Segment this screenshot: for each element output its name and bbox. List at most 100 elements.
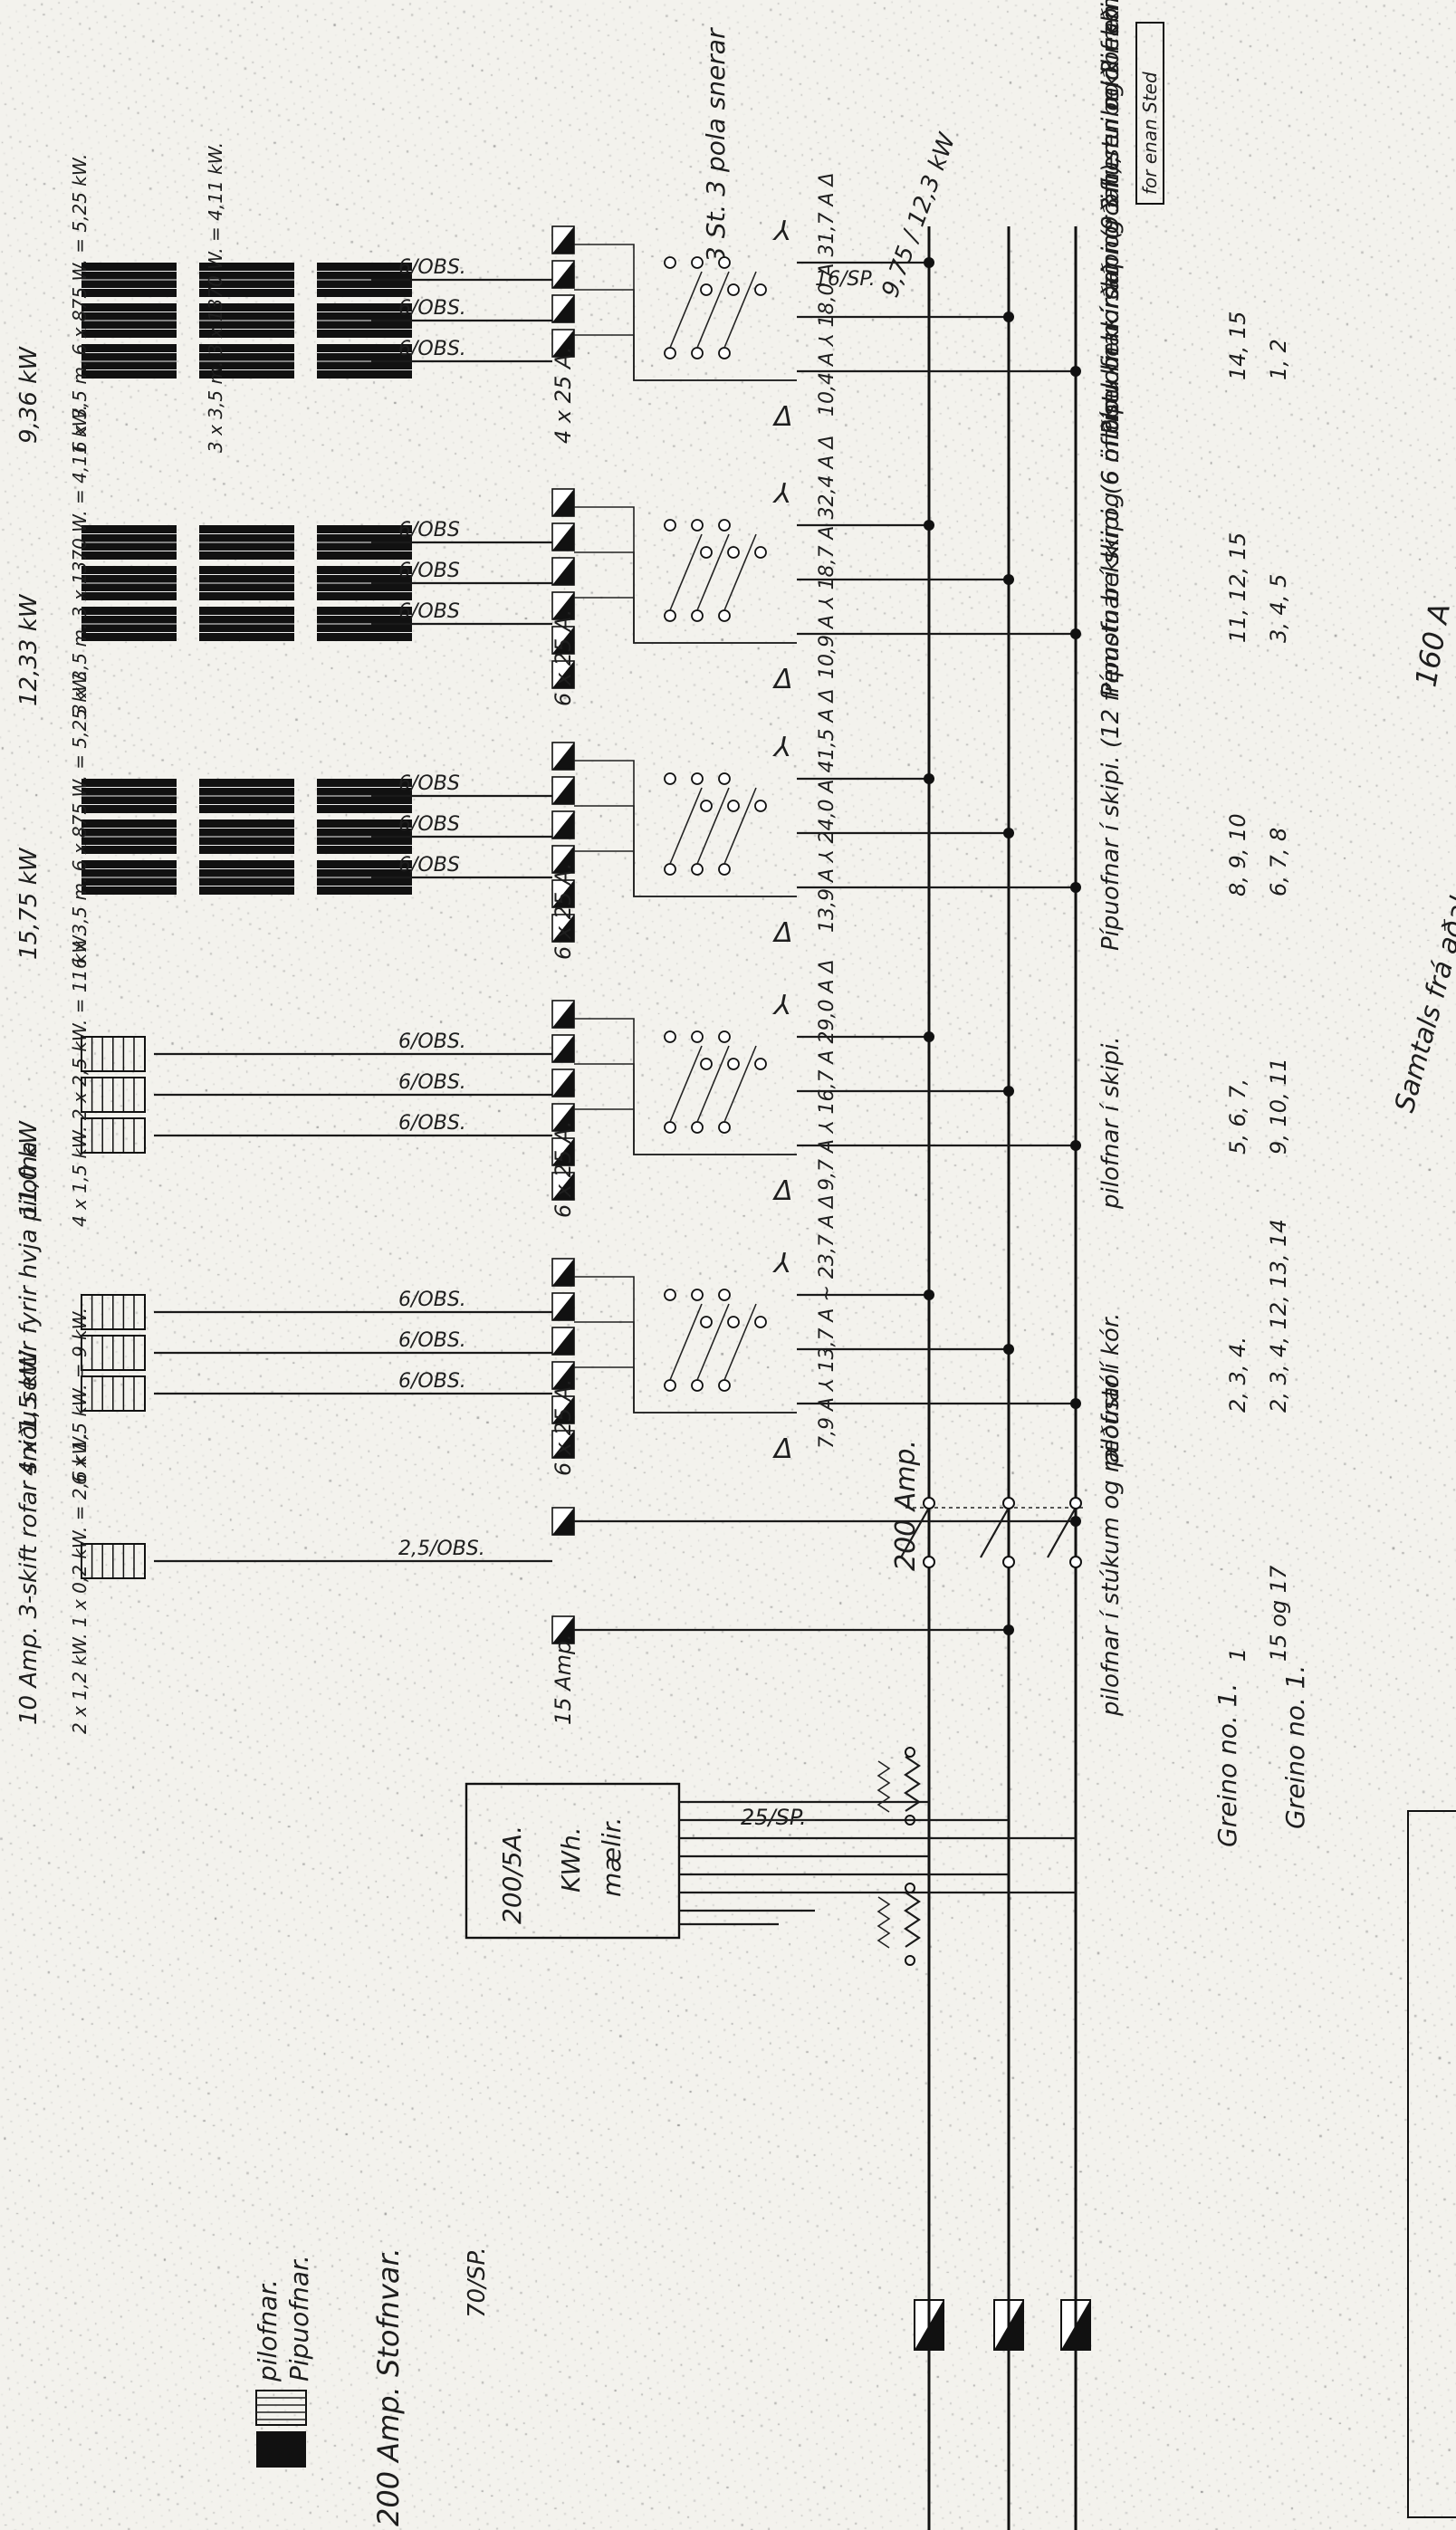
pipe-heater-bank (199, 607, 294, 641)
pipe-heater-bank (81, 566, 177, 600)
pipe-heater-bank (81, 525, 177, 560)
three-pole-switch: ⅄Δ (664, 1248, 793, 1465)
pipe-heater-bank (199, 303, 294, 338)
delta-symbol: Δ (772, 1433, 793, 1465)
switch-box-power: 9,75 / 12,3 kW (876, 129, 962, 301)
greina-label-1: Greino no. 1. (1212, 1683, 1242, 1847)
star-symbol: ⅄ (772, 1248, 790, 1279)
switch-cable-label: 16/SP. (815, 268, 876, 291)
fuse-label: 6 x 25 A. (551, 1379, 576, 1476)
star-symbol: ⅄ (772, 478, 790, 510)
pipe-heater-bank (199, 344, 294, 379)
pipe-heater-bank (81, 779, 177, 813)
fuse-block (551, 225, 575, 358)
main-switch-label: 200 Amp. (890, 1440, 922, 1571)
meter-cable-label: 25/SP. (741, 1805, 807, 1830)
three-pole-switch: ⅄Δ (664, 478, 793, 695)
stamp: for enan Sted (1135, 22, 1164, 205)
cable-label: 6/OBS. (398, 338, 466, 360)
cable-label: 6/OBS. (398, 1329, 466, 1352)
amp-rating: 10,9 A ⅄ 18,7 A 32,4 A Δ (816, 435, 838, 679)
main-switch: 200 Amp. (890, 1440, 1087, 1571)
cable-label: 6/OBS (398, 519, 460, 541)
fuse-label: 6 x 25 A. (551, 609, 576, 706)
stamp-text: for enan Sted (1139, 72, 1161, 195)
panel-heater-bank (81, 1077, 146, 1113)
meter-label-3: mælir. (597, 1816, 627, 1897)
greina-label-2: Greino no. 1. (1280, 1665, 1310, 1829)
amp-rating: 13,9 A ⅄ 24,0 A 41,5 A Δ (816, 688, 838, 933)
circuit-description: pilofnar í skipi. (1097, 1036, 1125, 1210)
cable-label: 6/OBS (398, 560, 460, 582)
circuit-description: pilofnar í kór. (1097, 1313, 1125, 1468)
cable-label: 6/OBS (398, 600, 460, 623)
group-header: 12,33 kW (15, 593, 43, 706)
location-numbers-2: 6, 7, 8 (1266, 828, 1291, 896)
heater-spec: 6 x 3,5 m. 6 x 875 W. = 5,25 kW. (69, 670, 91, 969)
meter-box (465, 1782, 681, 1940)
cable-label: 6/OBS. (398, 297, 466, 320)
fuse-label: 4 x 25 A. (551, 347, 576, 444)
amp-rating: 7,9 A ⅄ 13,7 A ~ 23,7 A Δ (816, 1194, 838, 1449)
location-numbers-1: 5, 6, 7, (1225, 1078, 1250, 1155)
pipe-heater-bank (199, 263, 294, 297)
pipe-heater-bank (199, 779, 294, 813)
cable-label: 6/OBS. (398, 1112, 466, 1135)
cable-label: 6/OBS (398, 772, 460, 795)
pipe-heater-bank (81, 303, 177, 338)
circuit-group-g4: 6/OBS 6/OBS 6/OBS 12,33 kW 3 x 3,5 m. 3 x 13… (15, 0, 1291, 715)
panel-heater-bank (81, 1036, 146, 1072)
supply-label: 200 Amp. Stofnvar. (371, 2247, 406, 2526)
heater-spec: 4 x 1,5 kW. 2 x 2,5 kW. = 11 kW. (69, 931, 91, 1227)
group-header: 10 Amp. 3-skift rofar sniðu settir fyrir… (15, 1141, 43, 1725)
panel-heater-bank (81, 1335, 146, 1371)
total-amp: 160 A (1408, 600, 1456, 689)
total-label: Samtals frá aðalspjaldi 60,04 kW (1389, 675, 1456, 1116)
current-transformer-1 (876, 1747, 921, 1826)
fuse-block (551, 1258, 575, 1459)
location-numbers-1: 1 (1225, 1648, 1250, 1662)
title-block-frame (1407, 1810, 1456, 2518)
delta-symbol: Δ (772, 1175, 793, 1207)
star-symbol: ⅄ (772, 990, 790, 1021)
pipe-heater-bank (317, 303, 412, 338)
bus-lines (927, 226, 1078, 2530)
pipe-heater-bank (317, 607, 412, 641)
group-header: 15,75 kW (15, 847, 43, 960)
location-numbers-2: 15 og 17 (1266, 1565, 1291, 1662)
current-transformer-2 (876, 1883, 921, 1966)
legend-solid-label: Pipuofnar. (284, 2255, 314, 2381)
fuse-block (551, 1507, 575, 1644)
heater-spec: 2 x 1,2 kW. 1 x 0,2 kW. = 2,6 kW. (69, 1433, 91, 1734)
group-header: 4 x 1,5 kW (15, 1349, 43, 1476)
circuit-description: Pípuofnar í skipi (9 öftustu bekkir að n… (1097, 0, 1125, 435)
star-symbol: ⅄ (772, 216, 790, 247)
panel-heater-bank (81, 1375, 146, 1412)
three-pole-switch: ⅄Δ (664, 990, 793, 1207)
location-numbers-2: 3, 4, 5 (1266, 574, 1291, 643)
delta-symbol: Δ (772, 401, 793, 433)
fuse-label: 6 x 25 A. (551, 863, 576, 960)
meter-label-1: 200/5A. (497, 1826, 527, 1924)
pipe-heater-bank (81, 607, 177, 641)
panel-heater-bank (81, 1117, 146, 1154)
fuse-block (551, 1000, 575, 1201)
fuse-block (551, 488, 575, 689)
cable-label: 2,5/OBS. (398, 1538, 485, 1560)
circuit-description: Pípuofnar í skipi. (12 fremstu bekkir og… (1097, 0, 1125, 951)
location-numbers-1: 14, 15 (1225, 311, 1250, 380)
cable-label: 6/OBS. (398, 1289, 466, 1311)
circuit-groups: 2,5/OBS. 10 Amp. 3-skift rofar sniðu sett… (15, 0, 1291, 1734)
fuse-label: 15 Amp. (551, 1634, 576, 1725)
heater-spec-b: 3 x 3,5 m. 3 x 1370 W. = 4,11 kW. (205, 142, 226, 453)
location-numbers-2: 2, 3, 4, 12, 13, 14 (1266, 1219, 1291, 1413)
heater-spec: 6 x 3,5 m. 6 x 875 W. = 5,25 kW. (69, 154, 91, 453)
delta-symbol: Δ (772, 664, 793, 695)
cable-label: 6/OBS (398, 813, 460, 836)
location-numbers-2: 1, 2 (1266, 339, 1291, 380)
